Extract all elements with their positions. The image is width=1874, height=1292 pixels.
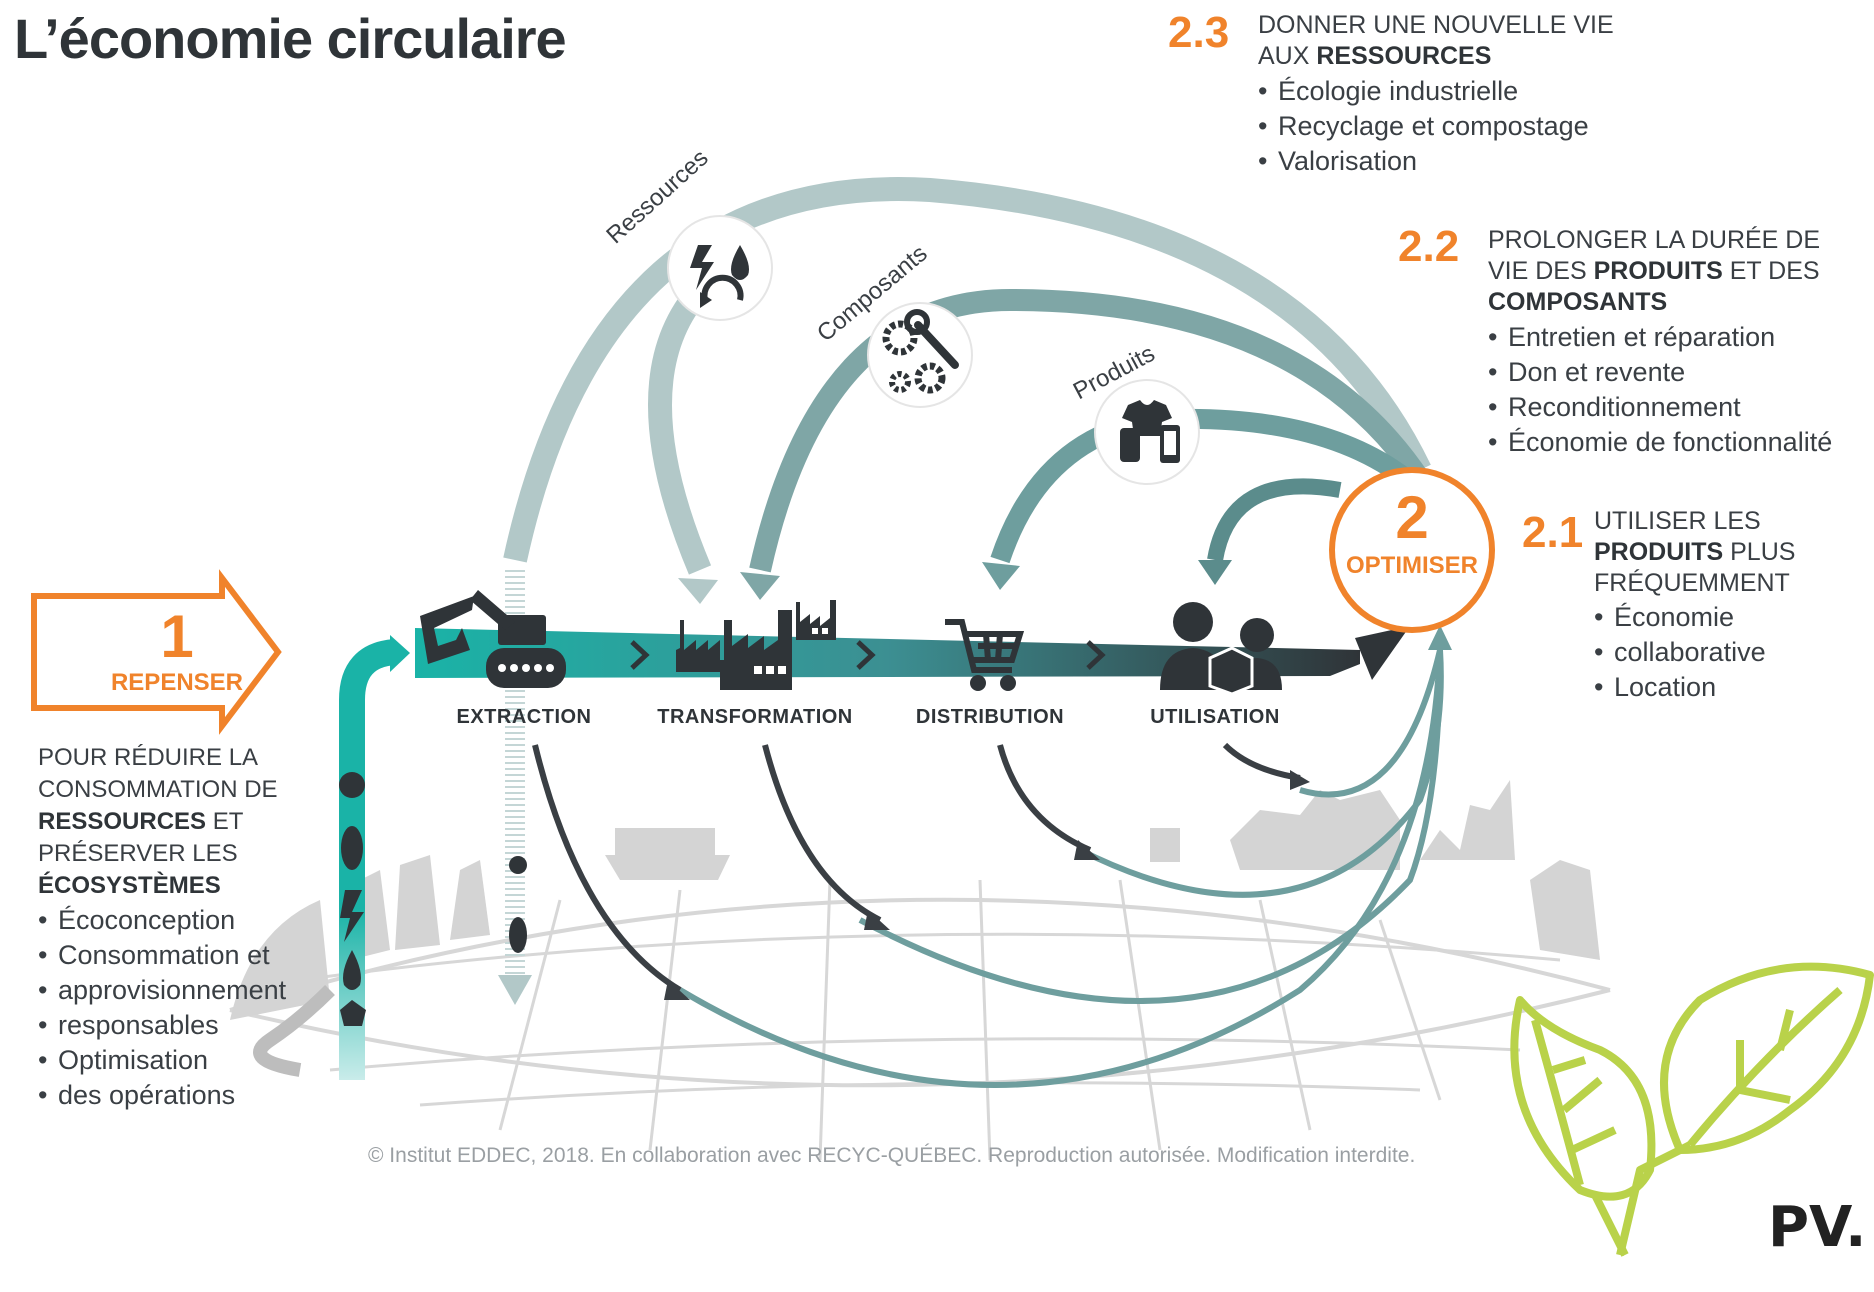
loop-composants <box>749 288 1430 573</box>
stage-distribution: DISTRIBUTION <box>915 706 1065 728</box>
down-arrows <box>532 742 1301 993</box>
factory-icon <box>676 600 836 690</box>
list-item: responsables <box>38 1008 286 1043</box>
s22-bullets: Entretien et réparation Don et revente R… <box>1488 320 1832 460</box>
stage-transformation: TRANSFORMATION <box>657 706 853 728</box>
s23-line2-pre: AUX <box>1258 42 1317 70</box>
list-item: Consommation et <box>38 938 286 973</box>
list-item: des opérations <box>38 1078 286 1113</box>
list-item: Don et revente <box>1488 355 1832 390</box>
return-arrows <box>678 649 1444 1088</box>
s23-bullets: Écologie industrielle Recyclage et compo… <box>1258 74 1589 179</box>
arrowhead-utilisation <box>1198 560 1232 585</box>
band-arrowhead <box>1355 626 1410 680</box>
list-item: Location <box>1594 670 1766 705</box>
s22-line2-bold: PRODUITS <box>1593 257 1723 285</box>
optimiser-label: 2 OPTIMISER <box>1332 488 1492 580</box>
s22-line2-post: ET DES <box>1722 257 1820 285</box>
s23-heading: DONNER UNE NOUVELLE VIE AUX RESSOURCES <box>1258 10 1614 72</box>
page-title: L’économie circulaire <box>14 7 567 70</box>
list-item: Recyclage et compostage <box>1258 109 1589 144</box>
arrowhead-ressources <box>678 578 718 604</box>
list-item: Reconditionnement <box>1488 390 1832 425</box>
optimiser-number: 2 <box>1395 484 1429 551</box>
ressources-icon-circle <box>667 215 773 321</box>
stage-extraction: EXTRACTION <box>456 706 592 728</box>
optimiser-title: OPTIMISER <box>1345 552 1478 579</box>
arrowhead-down <box>498 975 532 1005</box>
s21-heading: UTILISER LES PRODUITS PLUS FRÉQUEMMENT <box>1594 506 1795 599</box>
s21-number: 2.1 <box>1522 508 1584 557</box>
list-item: Économie <box>1594 600 1766 635</box>
rise-arrow <box>339 639 397 1080</box>
loop-utilisation <box>1207 478 1342 562</box>
arrowhead-produits <box>982 562 1020 590</box>
s21-bullets: Économie collaborative Location <box>1594 600 1766 705</box>
repenser-intro: POUR RÉDUIRE LA CONSOMMATION DE RESSOURC… <box>38 742 278 902</box>
rise-arrowhead <box>390 635 410 672</box>
value-chain-band <box>415 628 1360 678</box>
list-item: approvisionnement <box>38 973 286 1008</box>
s22-heading: PROLONGER LA DURÉE DE VIE DES PRODUITS E… <box>1488 225 1820 318</box>
arrowhead-composants <box>740 572 780 600</box>
stage-utilisation: UTILISATION <box>1150 706 1280 728</box>
list-item: Économie de fonctionnalité <box>1488 425 1832 460</box>
list-item: Valorisation <box>1258 144 1589 179</box>
intro-bold-2: ÉCOSYSTÈMES <box>38 872 221 899</box>
repenser-number: 1 <box>160 603 194 670</box>
s21-line2-post: PLUS <box>1723 538 1796 566</box>
composants-icon-circle <box>867 302 973 408</box>
globe <box>229 879 1611 1161</box>
intro-after-1: ET <box>206 808 244 835</box>
list-item-cont: responsables <box>58 1010 219 1040</box>
repenser-bullets: Écoconception Consommation et approvisio… <box>38 903 286 1113</box>
intro-line-2: CONSOMMATION DE <box>38 776 278 803</box>
excavator-icon <box>420 590 566 688</box>
repenser-arrow <box>31 569 282 735</box>
list-item-cont: des opérations <box>58 1080 236 1110</box>
s22-line1: PROLONGER LA DURÉE DE <box>1488 226 1821 254</box>
gears-icon <box>882 309 959 394</box>
products-icon <box>1120 400 1180 463</box>
brand-logo: PV. <box>1768 1195 1867 1260</box>
intro-line-4: PRÉSERVER LES <box>38 840 238 867</box>
copyright-text: © Institut EDDEC, 2018. En collaboration… <box>368 1144 1416 1167</box>
repenser-title: REPENSER <box>110 669 244 696</box>
s23-line2-bold: RESSOURCES <box>1316 42 1492 70</box>
s21-line2-bold: PRODUITS <box>1594 538 1724 566</box>
arrowhead-optimiser-bottom <box>1428 625 1452 650</box>
s23-line1: DONNER UNE NOUVELLE VIE <box>1258 11 1614 39</box>
s22-number: 2.2 <box>1398 222 1460 271</box>
s22-line3-bold: COMPOSANTS <box>1488 288 1668 316</box>
chevrons <box>630 640 1106 670</box>
leaves-icon <box>1510 962 1874 1257</box>
repenser-label: 1 REPENSER <box>92 607 262 697</box>
people-icon <box>1160 602 1282 696</box>
list-item: Entretien et réparation <box>1488 320 1832 355</box>
loop-ressources <box>503 177 1431 575</box>
list-item: Écoconception <box>38 903 286 938</box>
cart-icon <box>945 619 1025 691</box>
list-item-cont: collaborative <box>1614 637 1766 667</box>
down-arrowheads <box>664 770 1310 1000</box>
list-item-cont: approvisionnement <box>58 975 287 1005</box>
intro-line-1: POUR RÉDUIRE LA <box>38 744 259 771</box>
s21-line1: UTILISER LES <box>1594 507 1761 535</box>
list-item: Écologie industrielle <box>1258 74 1589 109</box>
list-item: Optimisation <box>38 1043 286 1078</box>
s22-line2-pre: VIE DES <box>1488 257 1594 285</box>
resource-icons <box>339 772 527 1026</box>
optimiser-circle <box>1329 467 1495 633</box>
recycle-icon <box>690 245 749 308</box>
s21-line3: FRÉQUEMMENT <box>1594 569 1790 597</box>
s23-number: 2.3 <box>1168 8 1230 57</box>
list-item: collaborative <box>1594 635 1766 670</box>
intro-bold-1: RESSOURCES <box>38 808 207 835</box>
